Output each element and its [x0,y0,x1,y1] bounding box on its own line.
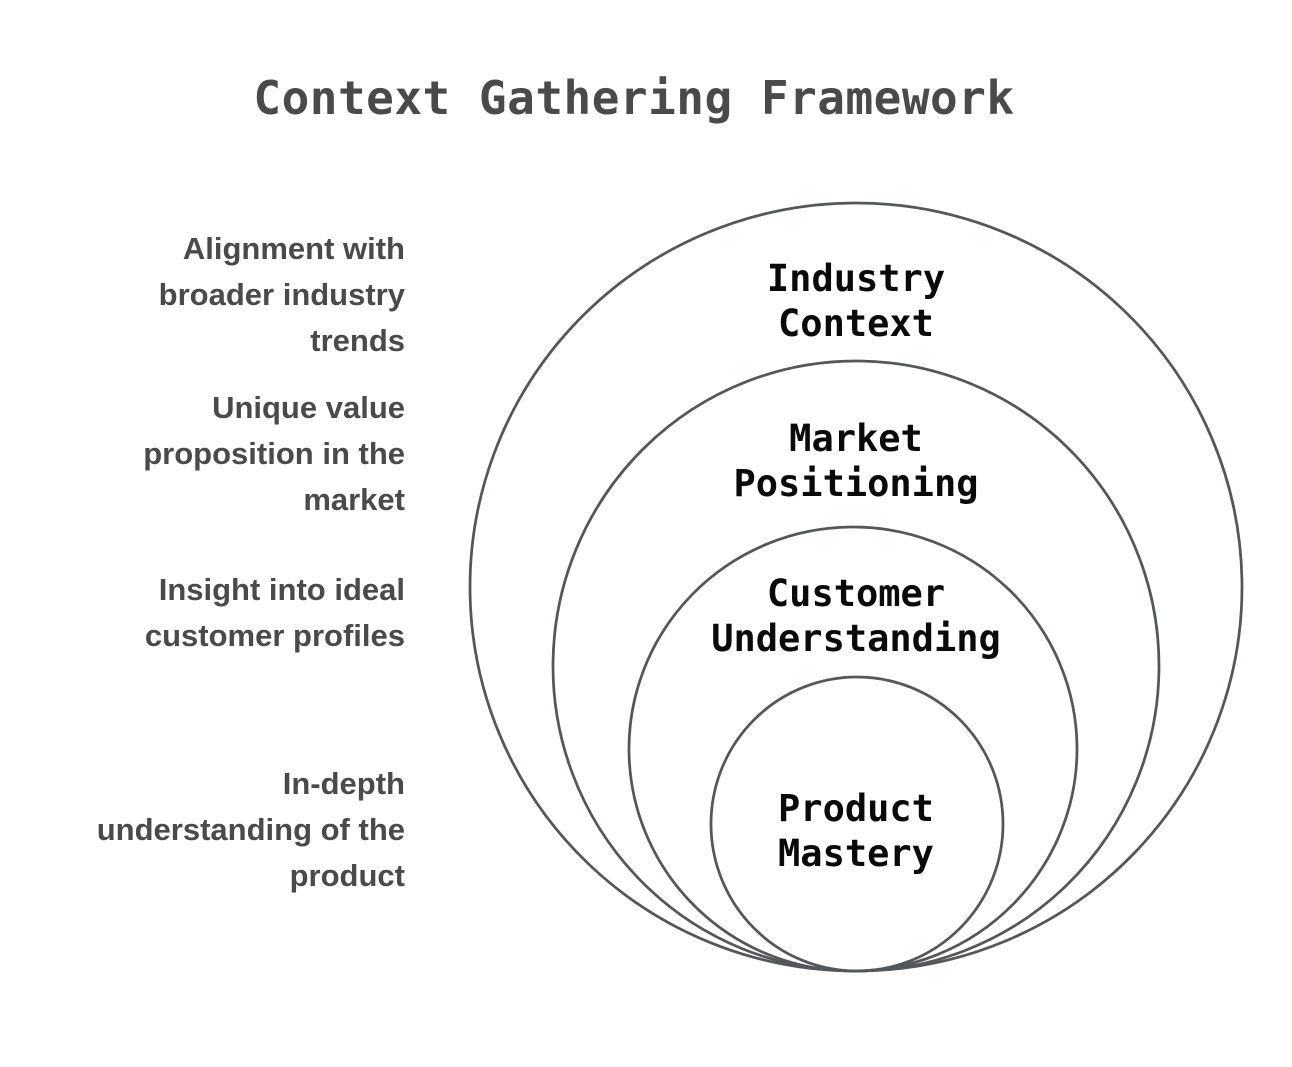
ring-label-customer-understanding: Customer Understanding [556,571,1156,661]
ring-description-line: trends [310,323,405,358]
ring-label-market-positioning: Market Positioning [556,416,1156,506]
ring-label-line: Mastery [778,832,934,875]
ring-label-line: Product [778,787,934,830]
ring-description-line: market [303,482,405,517]
ring-description-market-positioning: Unique value proposition in the market [0,385,405,523]
ring-label-line: Understanding [711,617,1001,660]
ring-description-line: proposition in the [143,436,405,471]
ring-label-line: Market [789,417,923,460]
ring-description-line: Alignment with [182,231,405,266]
ring-description-line: Insight into ideal [158,572,405,607]
ring-description-line: customer profiles [144,618,405,653]
diagram-title: Context Gathering Framework [253,71,1015,125]
ring-label-industry-context: Industry Context [556,256,1156,346]
ring-description-customer-understanding: Insight into ideal customer profiles [0,567,405,659]
ring-label-line: Industry [766,257,946,300]
ring-label-product-mastery: Product Mastery [556,786,1156,876]
ring-description-line: understanding of the [96,812,405,847]
ring-description-line: Unique value [212,390,405,425]
ring-label-line: Positioning [733,462,979,505]
ring-description-industry-context: Alignment with broader industry trends [0,226,405,364]
ring-label-line: Customer [766,572,946,615]
ring-description-line: product [289,858,405,893]
ring-description-line: In-depth [282,766,405,801]
ring-description-product-mastery: In-depth understanding of the product [0,761,405,899]
ring-label-line: Context [778,302,934,345]
ring-description-line: broader industry [158,277,405,312]
ring-circle-product-mastery [709,675,1005,973]
